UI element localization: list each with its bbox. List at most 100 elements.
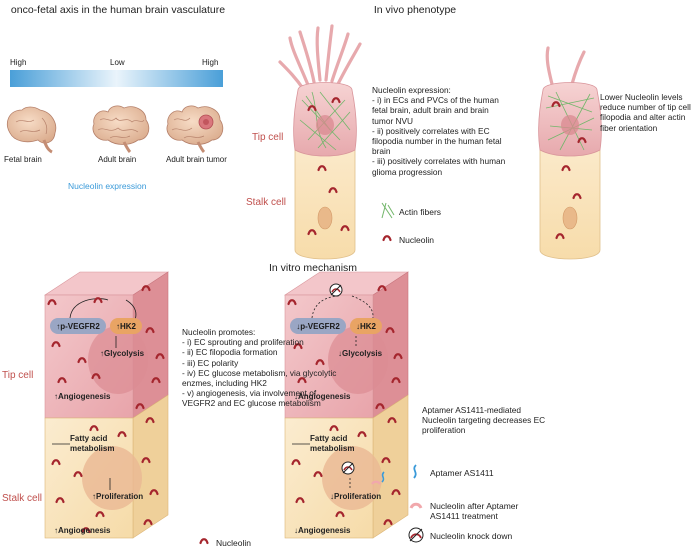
fetal-brain-icon [6,106,57,154]
nucleolin-marker [135,403,145,410]
nucleolin-marker [391,377,401,384]
label-proliferation-right: ↓Proliferation [330,492,382,501]
nucleolin-marker [297,377,307,384]
nucleolin-marker [291,459,301,466]
knockdown-legend-label: Nucleolin knock down [430,531,513,541]
nucleolin-marker [55,497,65,504]
nucleolin-marker [572,193,582,200]
invitro-title: In vitro mechanism [268,262,358,274]
label-angiogenesis-tip-right: ↓Angiogenesis [294,392,351,401]
nucleolin-marker [328,187,338,194]
label-angiogenesis-stalk-right: ↓Angiogenesis [294,526,351,535]
label-angiogenesis-tip-left: ↑Angiogenesis [54,392,111,401]
nucleolin-marker [387,417,397,424]
nucleolin-marker [317,165,327,172]
nucleolin-marker [381,457,391,464]
nucleolin-markers [47,97,587,545]
nucleolin-legend-label-invitro: Nucleolin [216,538,251,548]
invivo-title: In vivo phenotype [373,4,457,16]
adult-brain-icon [92,105,150,154]
nucleolin-marker [329,425,339,432]
nucleolin-knockdown-legend-icon [408,527,424,543]
pill-pvegfr2-left: ↑p-VEGFR2 [50,318,106,334]
invivo-expression-text: Nucleolin expression: - i) in ECs and PV… [372,85,506,177]
label-nucleolin-expression: Nucleolin expression [68,181,147,191]
invitro-block-control [43,271,170,539]
nucleolin-marker [315,359,325,366]
nucleolin-marker [377,285,387,292]
label-proliferation-left: ↑Proliferation [92,492,144,501]
nucleolin-marker [91,373,101,380]
actin-fibers-legend-label: Actin fibers [399,207,442,217]
nucleolin-marker [385,327,395,334]
label-angiogenesis-stalk-left: ↑Angiogenesis [54,526,111,535]
nucleolin-legend-label-invivo: Nucleolin [399,235,434,245]
nucleolin-marker [391,489,401,496]
nucleolin-marker [47,299,57,306]
nucleolin-after-aptamer-legend-label: Nucleolin after Aptamer AS1411 treatment [430,501,519,522]
invivo-tip-cell-label: Tip cell [252,132,284,143]
nucleolin-marker [382,235,392,242]
nucleolin-marker [331,97,341,104]
nucleolin-marker [57,377,67,384]
invitro-promotes-text: Nucleolin promotes: - i) EC sprouting an… [182,327,337,409]
nucleolin-marker [307,229,317,236]
nucleolin-marker [77,357,87,364]
invitro-tip-cell-label: Tip cell [2,370,34,381]
nucleolin-marker [375,403,385,410]
nucleolin-marker [307,105,317,112]
label-glycolysis-right: ↓Glycolysis [338,349,383,358]
nucleolin-marker [313,471,323,478]
nucleolin-marker [151,377,161,384]
nucleolin-marker [141,285,151,292]
invitro-stalk-cell-label: Stalk cell [2,493,43,504]
nucleolin-marker [577,137,587,144]
nucleolin-gradient-bar [10,70,223,87]
nucleolin-marker [89,425,99,432]
nucleolin-marker [155,353,165,360]
nucleolin-marker [383,519,393,526]
label-high-right: High [202,58,219,67]
invivo-cell-knockdown [538,46,602,260]
tumor-brain-icon [166,105,224,154]
aptamer-legend-label: Aptamer AS1411 [430,468,494,478]
knockdown-symbol-tip [329,283,343,297]
nucleolin-marker [149,489,159,496]
nucleolin-marker [551,101,561,108]
nucleolin-marker [73,471,83,478]
nucleolin-marker [335,511,345,518]
label-high-left: High [10,58,27,67]
actin-fibers-legend-icon [381,202,395,219]
label-glycolysis-left: ↑Glycolysis [100,349,145,358]
invivo-stalk-cell-label: Stalk cell [246,197,287,208]
onco-fetal-title: onco-fetal axis in the human brain vascu… [10,4,226,16]
knockdown-symbol-stalk [341,461,355,475]
nucleolin-marker [295,497,305,504]
invivo-cell-control [278,24,362,260]
pill-hk2-left: ↑HK2 [110,318,142,334]
nucleolin-marker [141,457,151,464]
nucleolin-marker [81,527,91,534]
pill-pvegfr2-right: ↓p-VEGFR2 [290,318,346,334]
nucleolin-marker [199,538,209,545]
invitro-block-treated [283,271,410,539]
nucleolin-marker [95,511,105,518]
nucleolin-marker [340,225,350,232]
nucleolin-marker [51,459,61,466]
nucleolin-marker [357,431,367,438]
nucleolin-marker [287,299,297,306]
label-fetal-brain: Fetal brain [4,155,42,164]
label-adult-brain-tumor: Adult brain tumor [166,155,227,164]
nucleolin-marker [145,327,155,334]
nucleolin-marker [143,519,153,526]
nucleolin-marker [393,353,403,360]
invitro-aptamer-text: Aptamer AS1411-mediated Nucleolin target… [422,405,546,436]
nucleolin-marker [561,165,571,172]
aptamer-legend-icon [413,464,417,479]
nucleolin-marker [51,341,61,348]
nucleolin-after-aptamer-legend-icon [409,502,423,509]
nucleolin-marker [145,417,155,424]
